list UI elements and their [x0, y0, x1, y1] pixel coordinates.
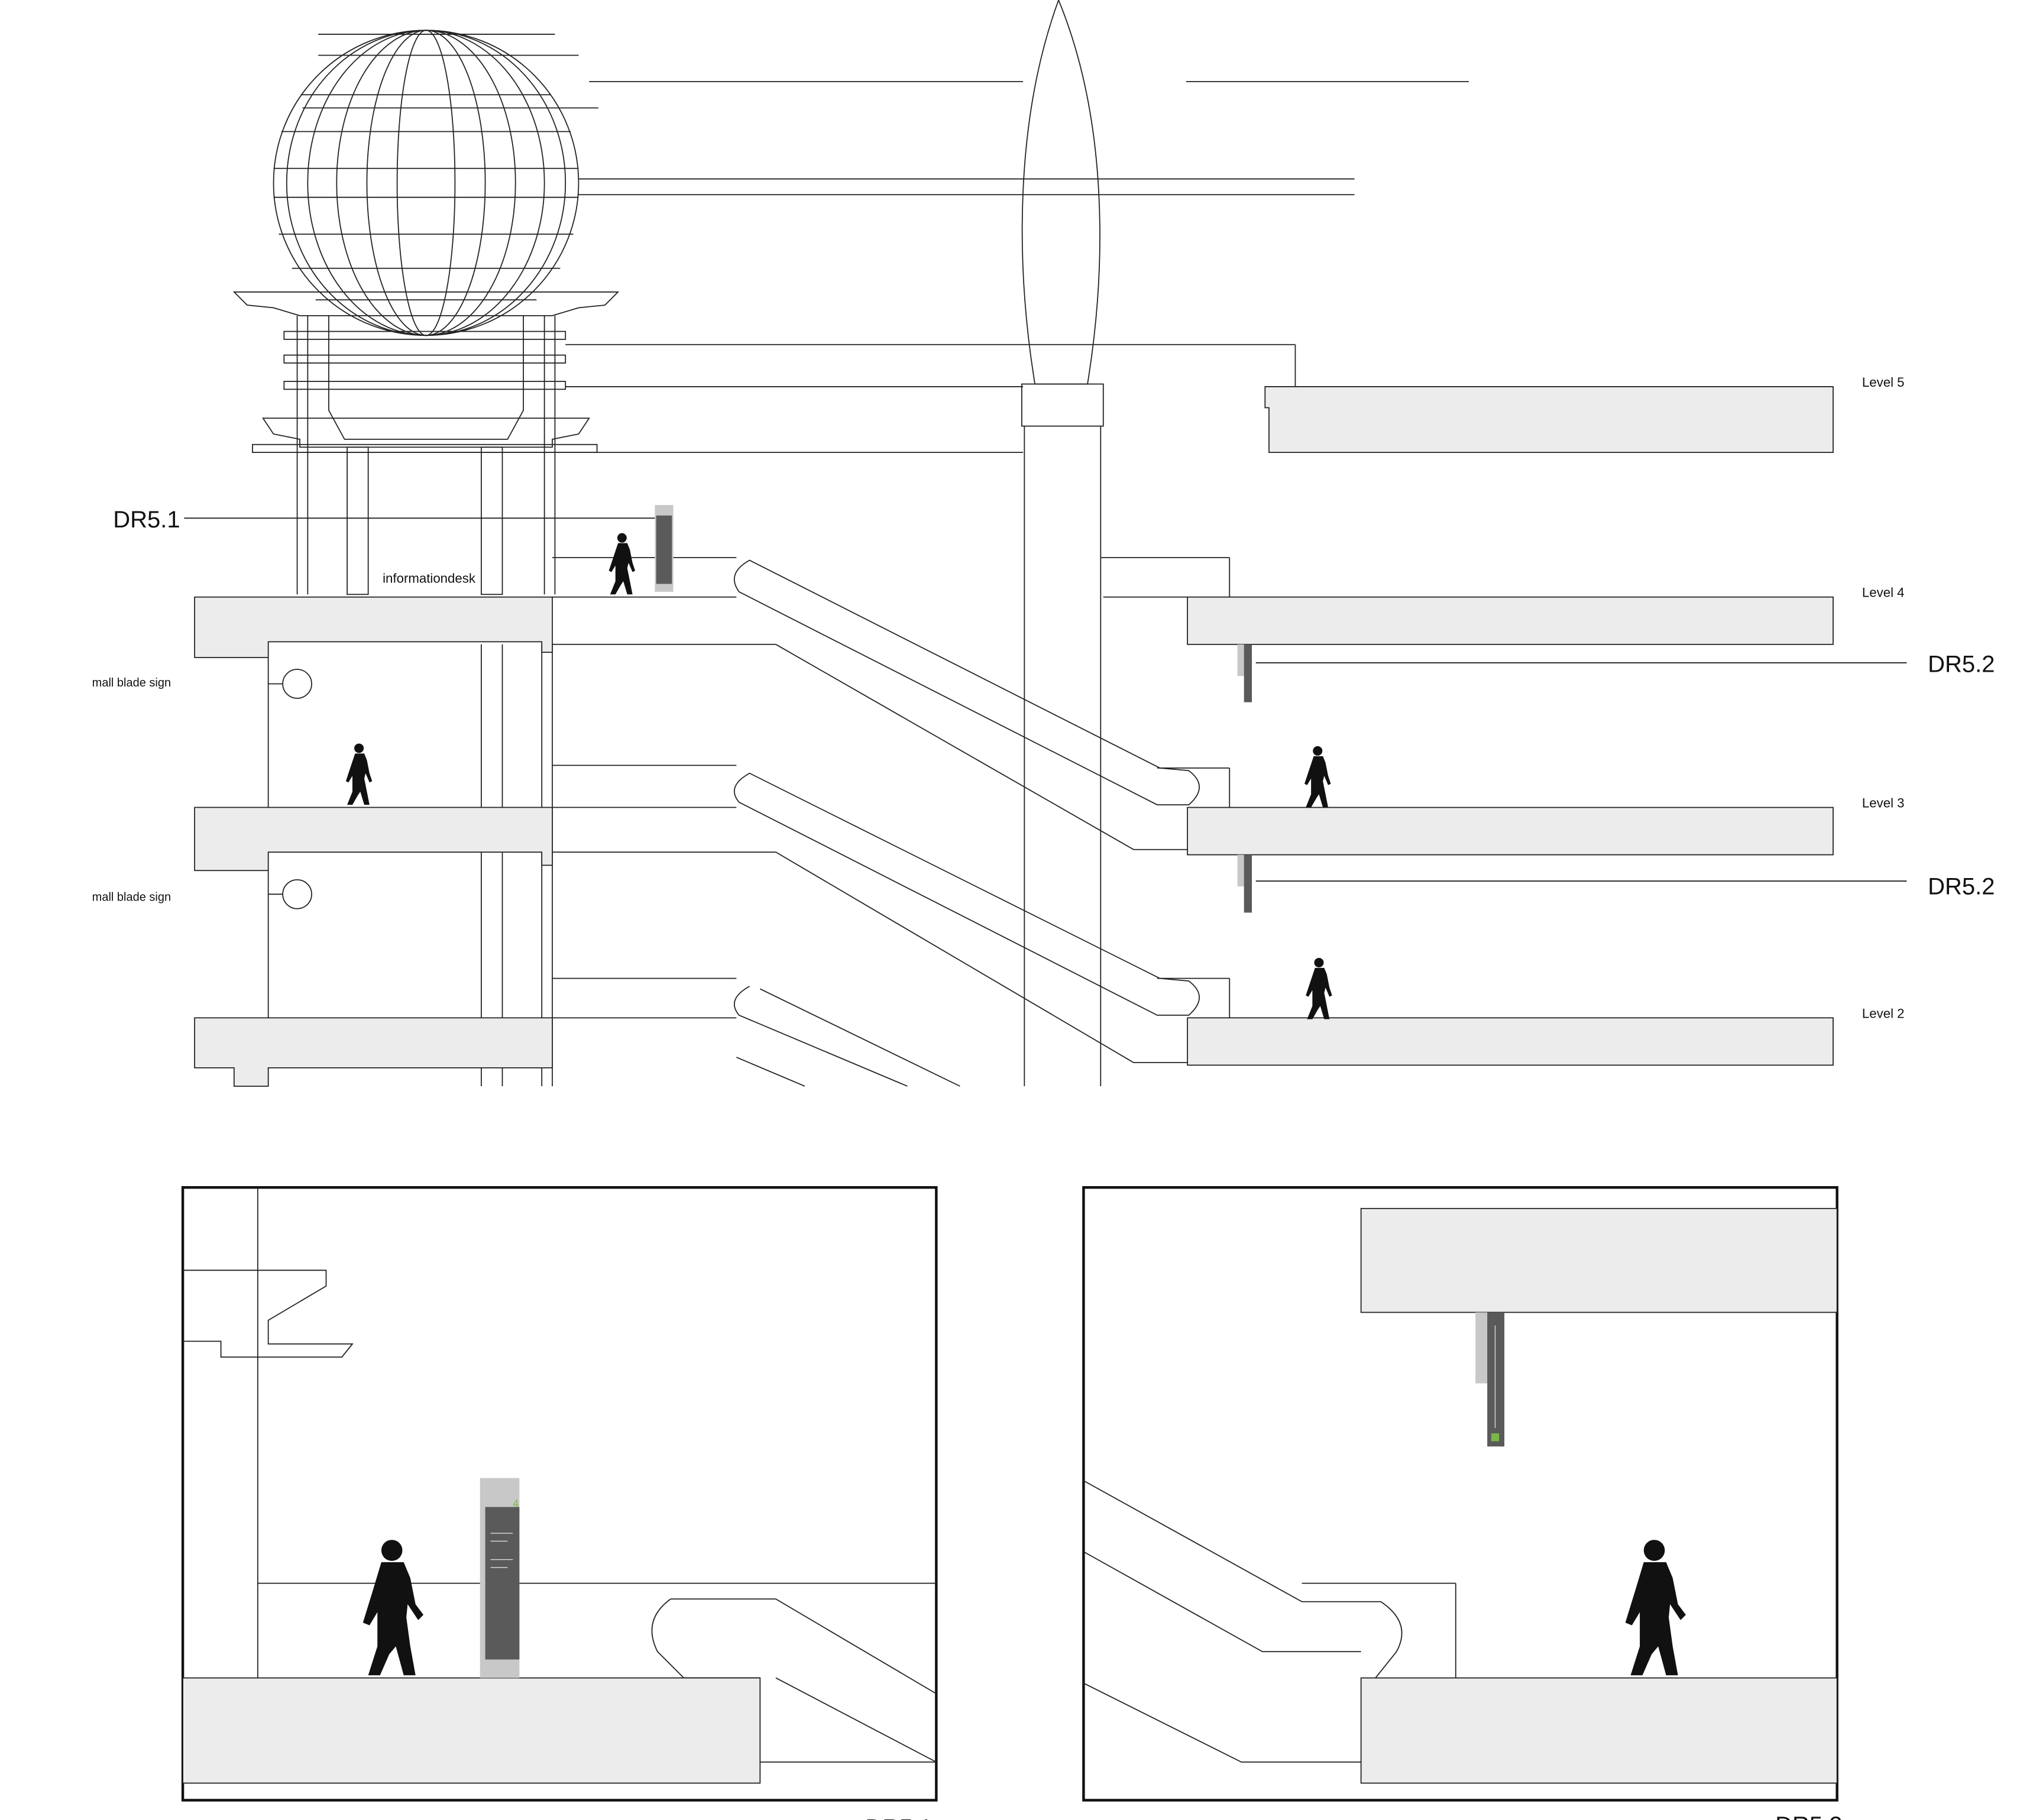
- information-pylon-detail: [480, 1478, 520, 1678]
- callout-dr52-upper: DR5.2: [1928, 651, 1995, 677]
- globe-pedestal: [232, 291, 620, 595]
- person-figure: [608, 533, 636, 595]
- main-section: [184, 0, 1907, 1087]
- level-3-label: Level 3: [1862, 796, 1905, 811]
- detail-caption-dr51: DR5.1: [865, 1815, 932, 1820]
- slabs-left: [194, 596, 553, 1087]
- level-4-label: Level 4: [1862, 585, 1905, 600]
- blade-sign-level3: [1237, 854, 1252, 913]
- callout-dr52-lower: DR5.2: [1928, 873, 1995, 899]
- blade-sign-label-upper: mall blade sign: [92, 676, 171, 689]
- blade-sign-label-lower: mall blade sign: [92, 890, 171, 903]
- information-desk-label: informationdesk: [383, 571, 476, 585]
- person-figure: [1306, 957, 1332, 1019]
- globe-sphere: [273, 30, 580, 336]
- detail-dr52-frame: DR5.2: [1082, 1186, 1843, 1820]
- escalator-lower: [733, 986, 960, 1087]
- person-figure: [1625, 1540, 1686, 1676]
- level-2-label: Level 2: [1862, 1006, 1905, 1021]
- person-figure: [362, 1540, 424, 1676]
- blade-sign-level4: [1237, 644, 1252, 702]
- escalator-middle: [733, 772, 1231, 1063]
- pylon-sign-number: 4: [513, 1498, 519, 1510]
- level-5-label: Level 5: [1862, 375, 1905, 390]
- callout-dr51: DR5.1: [113, 507, 180, 533]
- central-column: [1021, 0, 1104, 1086]
- platform-lines: [552, 557, 1231, 1019]
- slabs-right: [1187, 386, 1834, 1066]
- detail-dr51-frame: 4 DR5.1: [181, 1186, 938, 1820]
- detail-caption-dr52: DR5.2: [1775, 1812, 1842, 1820]
- information-pylon-sign: [655, 505, 674, 592]
- blade-sign-detail: [1475, 1312, 1505, 1447]
- person-figure: [1304, 746, 1331, 808]
- escalator-upper: [733, 559, 1231, 850]
- person-figure: [345, 743, 373, 805]
